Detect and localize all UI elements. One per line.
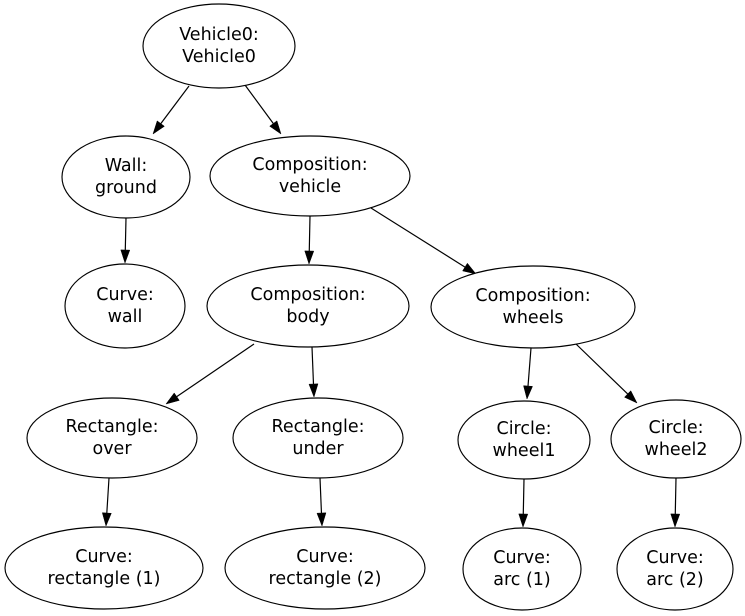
node-label-line1: Circle: [496, 419, 551, 439]
arrowhead-icon [523, 385, 533, 400]
node-label-line2: wheels [503, 308, 564, 328]
node-curve-wall: Curve:wall [64, 263, 186, 349]
node-label-line2: wheel1 [493, 441, 556, 461]
edge-wall-ground-to-curve-wall [120, 217, 131, 264]
node-label-line1: Rectangle: [65, 417, 158, 437]
arrowhead-icon [269, 120, 282, 135]
edge-line [370, 207, 466, 268]
edge-composition-vehicle-to-composition-body [304, 215, 315, 265]
arrowhead-icon [462, 262, 477, 275]
node-circle-wheel1: Circle:wheel1 [457, 400, 591, 480]
node-ellipse [4, 526, 204, 610]
node-ellipse [457, 400, 591, 480]
edge-line [311, 346, 315, 385]
node-ellipse [462, 527, 582, 611]
edge-line [308, 215, 311, 252]
node-label-line1: Curve: [296, 547, 354, 567]
edge-line [160, 85, 190, 124]
node-composition-body: Composition:body [206, 264, 410, 348]
node-label-line2: wall [108, 307, 143, 327]
edge-composition-vehicle-to-composition-wheels [370, 207, 477, 275]
edge-composition-body-to-rectangle-under [308, 346, 319, 398]
edge-circle-wheel1-to-curve-arc-1 [518, 478, 529, 528]
edge-line [319, 477, 323, 514]
edge-composition-wheels-to-circle-wheel2 [575, 343, 638, 404]
node-label-line1: Curve: [75, 547, 133, 567]
node-label-line1: Circle: [648, 418, 703, 438]
node-composition-wheels: Composition:wheels [430, 265, 636, 349]
node-wall-ground: Wall:ground [61, 135, 191, 219]
edge-circle-wheel2-to-curve-arc-2 [670, 477, 681, 528]
node-label-line2: arc (1) [493, 570, 551, 590]
node-label-line2: arc (2) [646, 570, 704, 590]
edge-vehicle0-to-composition-vehicle [244, 84, 282, 135]
node-label-line1: Curve: [96, 285, 154, 305]
edges-layer [101, 84, 681, 528]
nodes-layer: Vehicle0:Vehicle0Wall:groundComposition:… [4, 3, 742, 611]
node-ellipse [232, 397, 404, 479]
node-curve-rectangle-2: Curve:rectangle (2) [224, 526, 426, 610]
edge-line [244, 84, 274, 124]
node-label-line2: rectangle (2) [269, 569, 382, 589]
edge-line [124, 217, 127, 251]
node-ellipse [209, 135, 411, 217]
node-curve-arc-2: Curve:arc (2) [616, 527, 734, 611]
node-label-line2: over [92, 439, 132, 459]
arrowhead-icon [120, 249, 131, 264]
node-ellipse [64, 263, 186, 349]
node-curve-rectangle-1: Curve:rectangle (1) [4, 526, 204, 610]
node-curve-arc-1: Curve:arc (1) [462, 527, 582, 611]
node-label-line1: Curve: [493, 548, 551, 568]
node-label-line1: Vehicle0: [179, 25, 259, 45]
arrowhead-icon [518, 513, 529, 528]
node-label-line1: Curve: [646, 548, 704, 568]
edge-line [527, 347, 532, 387]
edge-vehicle0-to-wall-ground [152, 85, 190, 135]
node-label-line2: Vehicle0 [182, 47, 256, 67]
arrowhead-icon [101, 512, 112, 527]
node-label-line2: wheel2 [645, 440, 708, 460]
node-ellipse [610, 399, 742, 479]
node-label-line2: body [286, 307, 329, 327]
node-ellipse [26, 397, 198, 479]
arrowhead-icon [165, 392, 180, 405]
edge-line [522, 478, 525, 515]
edge-line [575, 343, 629, 395]
edge-composition-body-to-rectangle-over [165, 343, 255, 405]
node-label-line1: Composition: [250, 285, 365, 305]
node-label-line2: vehicle [279, 177, 341, 197]
edge-line [674, 477, 677, 515]
node-ellipse [142, 3, 296, 89]
node-label-line1: Composition: [475, 286, 590, 306]
node-ellipse [224, 526, 426, 610]
edge-composition-wheels-to-circle-wheel1 [523, 347, 533, 400]
arrowhead-icon [670, 513, 681, 528]
node-label-line2: under [292, 439, 344, 459]
node-ellipse [206, 264, 410, 348]
node-vehicle0: Vehicle0:Vehicle0 [142, 3, 296, 89]
node-label-line1: Wall: [105, 156, 148, 176]
edge-rectangle-over-to-curve-rectangle-1 [101, 477, 112, 527]
node-ellipse [61, 135, 191, 219]
node-composition-vehicle: Composition:vehicle [209, 135, 411, 217]
arrowhead-icon [152, 120, 165, 135]
node-ellipse [430, 265, 636, 349]
node-rectangle-over: Rectangle:over [26, 397, 198, 479]
node-label-line2: rectangle (1) [48, 569, 161, 589]
node-label-line2: ground [95, 178, 157, 198]
arrowhead-icon [316, 512, 327, 527]
node-rectangle-under: Rectangle:under [232, 397, 404, 479]
node-circle-wheel2: Circle:wheel2 [610, 399, 742, 479]
arrowhead-icon [304, 250, 315, 265]
node-label-line1: Rectangle: [271, 417, 364, 437]
edge-line [106, 477, 110, 514]
node-ellipse [616, 527, 734, 611]
arrowhead-icon [308, 383, 319, 398]
node-label-line1: Composition: [252, 155, 367, 175]
edge-line [176, 343, 255, 398]
arrowhead-icon [624, 390, 638, 404]
edge-rectangle-under-to-curve-rectangle-2 [316, 477, 327, 527]
